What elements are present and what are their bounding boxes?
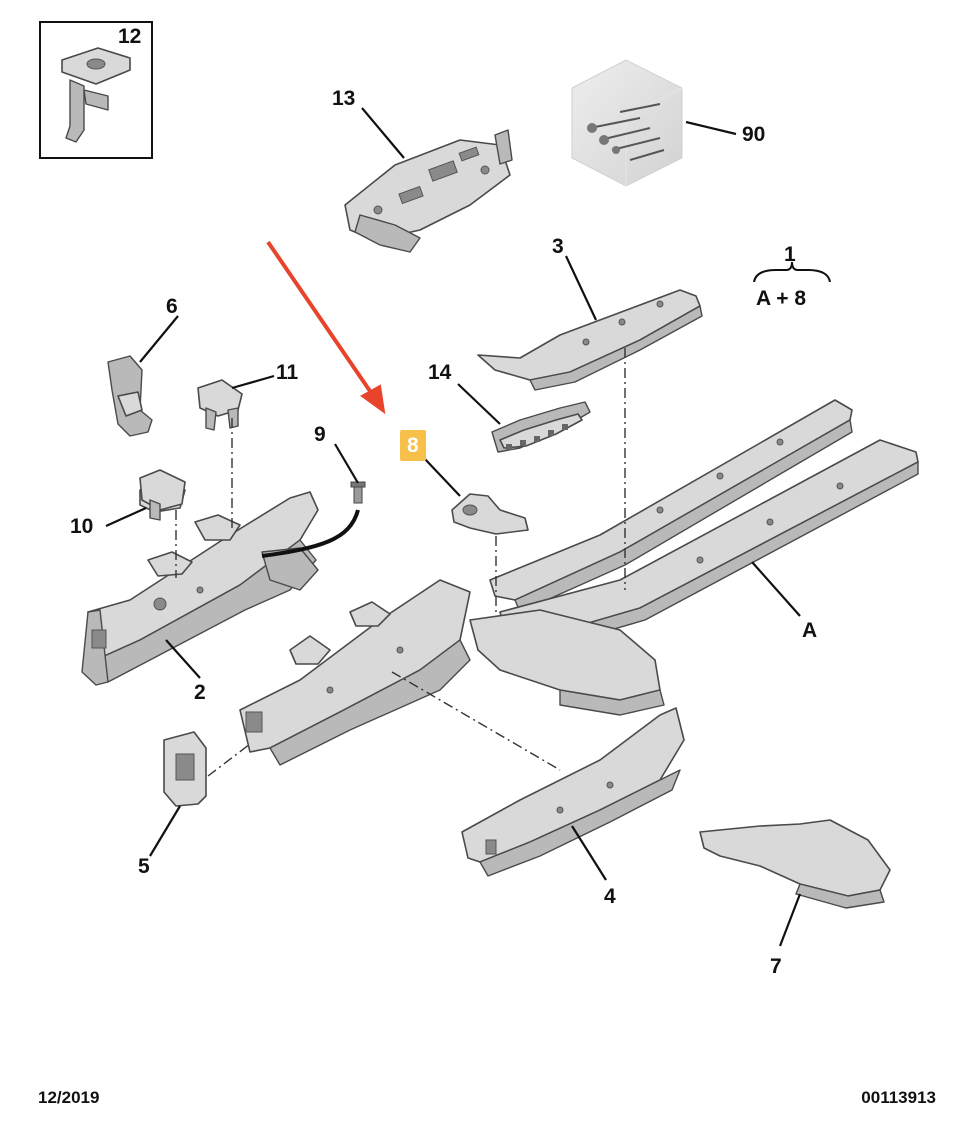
- part-label-8-highlighted: 8: [400, 430, 426, 461]
- part-label-6: 6: [166, 295, 178, 318]
- part-label-3: 3: [552, 235, 564, 258]
- leader-lines: [105, 107, 802, 947]
- red-pointer-arrow: [266, 240, 386, 415]
- part-label-10: 10: [70, 515, 94, 538]
- part-label-1-composition: A + 8: [756, 287, 806, 310]
- part-label-2: 2: [194, 681, 206, 704]
- part-label-4: 4: [604, 885, 616, 908]
- footer-date: 12/2019: [38, 1088, 100, 1107]
- part-6-bracket: [107, 355, 153, 437]
- part-label-12: 12: [118, 25, 142, 48]
- part-label-14: 14: [428, 361, 452, 384]
- part-label-1: 1: [784, 243, 796, 266]
- footer-reference-number: 00113913: [861, 1088, 936, 1107]
- brace-under-part-1: [753, 261, 831, 283]
- part-2-front-rail: [81, 481, 319, 686]
- part-10-bracket: [139, 469, 186, 521]
- part-4-lower-rail: [461, 707, 685, 877]
- part-label-a: A: [802, 619, 818, 642]
- part-label-7: 7: [770, 955, 782, 978]
- part-label-5: 5: [138, 855, 150, 878]
- part-90-fastener-kit: [571, 59, 683, 187]
- part-label-9: 9: [314, 423, 326, 446]
- part-3-rail: [477, 289, 703, 391]
- part-5-plate: [163, 731, 207, 807]
- part-8-bracket: [451, 493, 529, 535]
- part-13-bracket: [344, 129, 513, 253]
- part-11-bracket: [197, 379, 243, 431]
- part-label-11: 11: [276, 361, 299, 384]
- part-14-bracket: [491, 401, 591, 453]
- part-label-90: 90: [742, 123, 766, 146]
- part-label-13: 13: [332, 87, 356, 110]
- inset-box-part-12: [39, 21, 153, 159]
- part-7-shell: [699, 819, 891, 909]
- central-rail-assembly: [239, 579, 665, 766]
- assembly-guide-lines: [175, 348, 626, 777]
